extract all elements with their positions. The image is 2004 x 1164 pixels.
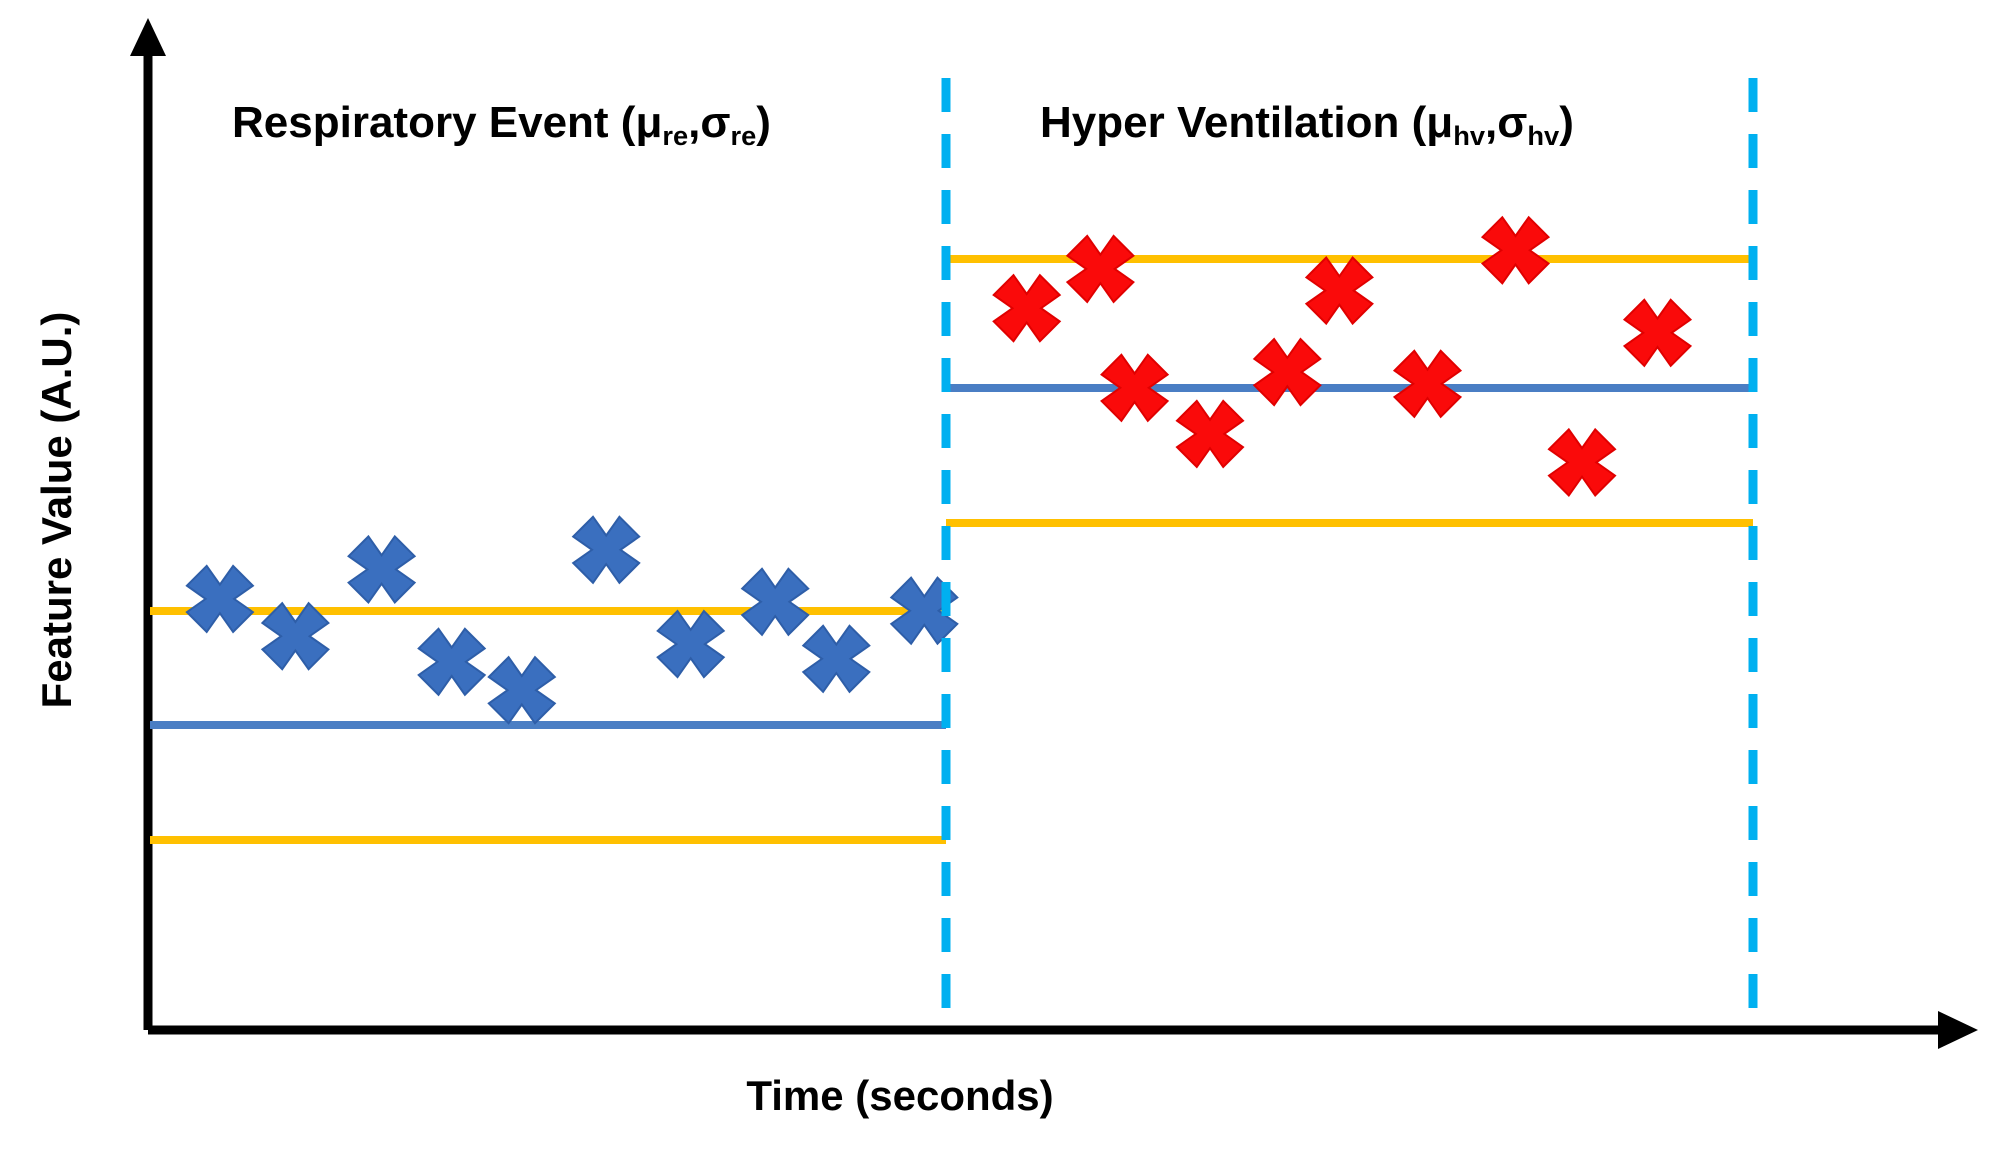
data-point-marker	[889, 576, 959, 646]
data-point-marker	[185, 564, 255, 634]
segment-title-re-sub-mu: re	[662, 119, 689, 151]
segment-title-re-sub-sigma: re	[730, 119, 757, 151]
y-axis	[130, 18, 166, 1030]
segment-title-re-main: Respiratory Event (μ	[232, 98, 663, 147]
data-points-re	[185, 515, 959, 725]
data-point-marker	[347, 534, 417, 604]
segment-title-hv-end: )	[1559, 98, 1574, 147]
segment-title-hv-sub-mu: hv	[1453, 119, 1486, 151]
data-point-marker	[1175, 399, 1245, 469]
segment-title-hv-main: Hyper Ventilation (μ	[1040, 98, 1454, 147]
segment-title-respiratory-event: Respiratory Event (μre,σre)	[232, 98, 771, 151]
data-points-hv	[992, 215, 1693, 497]
data-point-marker	[1252, 337, 1322, 407]
data-point-marker	[1100, 353, 1170, 423]
segment-title-re-end: )	[756, 98, 771, 147]
data-point-marker	[740, 567, 810, 637]
data-point-marker	[417, 627, 487, 697]
data-point-marker	[1547, 427, 1617, 497]
data-point-marker	[571, 515, 641, 585]
data-point-marker	[260, 601, 330, 671]
data-point-marker	[487, 655, 557, 725]
segment-respiratory-event	[150, 515, 959, 844]
y-axis-arrowhead	[130, 18, 166, 56]
y-axis-label: Feature Value (A.U.)	[33, 311, 80, 709]
data-point-marker	[1392, 349, 1463, 419]
data-point-marker	[1622, 298, 1693, 368]
data-point-marker	[801, 624, 871, 694]
x-axis	[148, 1011, 1978, 1049]
segment-title-hv-mid: ,σ	[1485, 98, 1528, 147]
data-point-marker	[1304, 256, 1374, 326]
data-point-marker	[656, 609, 726, 679]
segment-title-re-mid: ,σ	[688, 98, 731, 147]
data-point-marker	[1065, 234, 1135, 304]
segment-hyper-ventilation	[946, 215, 1753, 527]
data-point-marker	[1480, 215, 1551, 285]
segment-title-hv-sub-sigma: hv	[1527, 119, 1560, 151]
data-point-marker	[992, 273, 1062, 343]
x-axis-label: Time (seconds)	[746, 1072, 1054, 1119]
segment-title-hyper-ventilation: Hyper Ventilation (μhv,σhv)	[1040, 98, 1574, 151]
segment-boundaries	[941, 78, 1758, 1030]
x-axis-arrowhead	[1938, 1011, 1978, 1049]
